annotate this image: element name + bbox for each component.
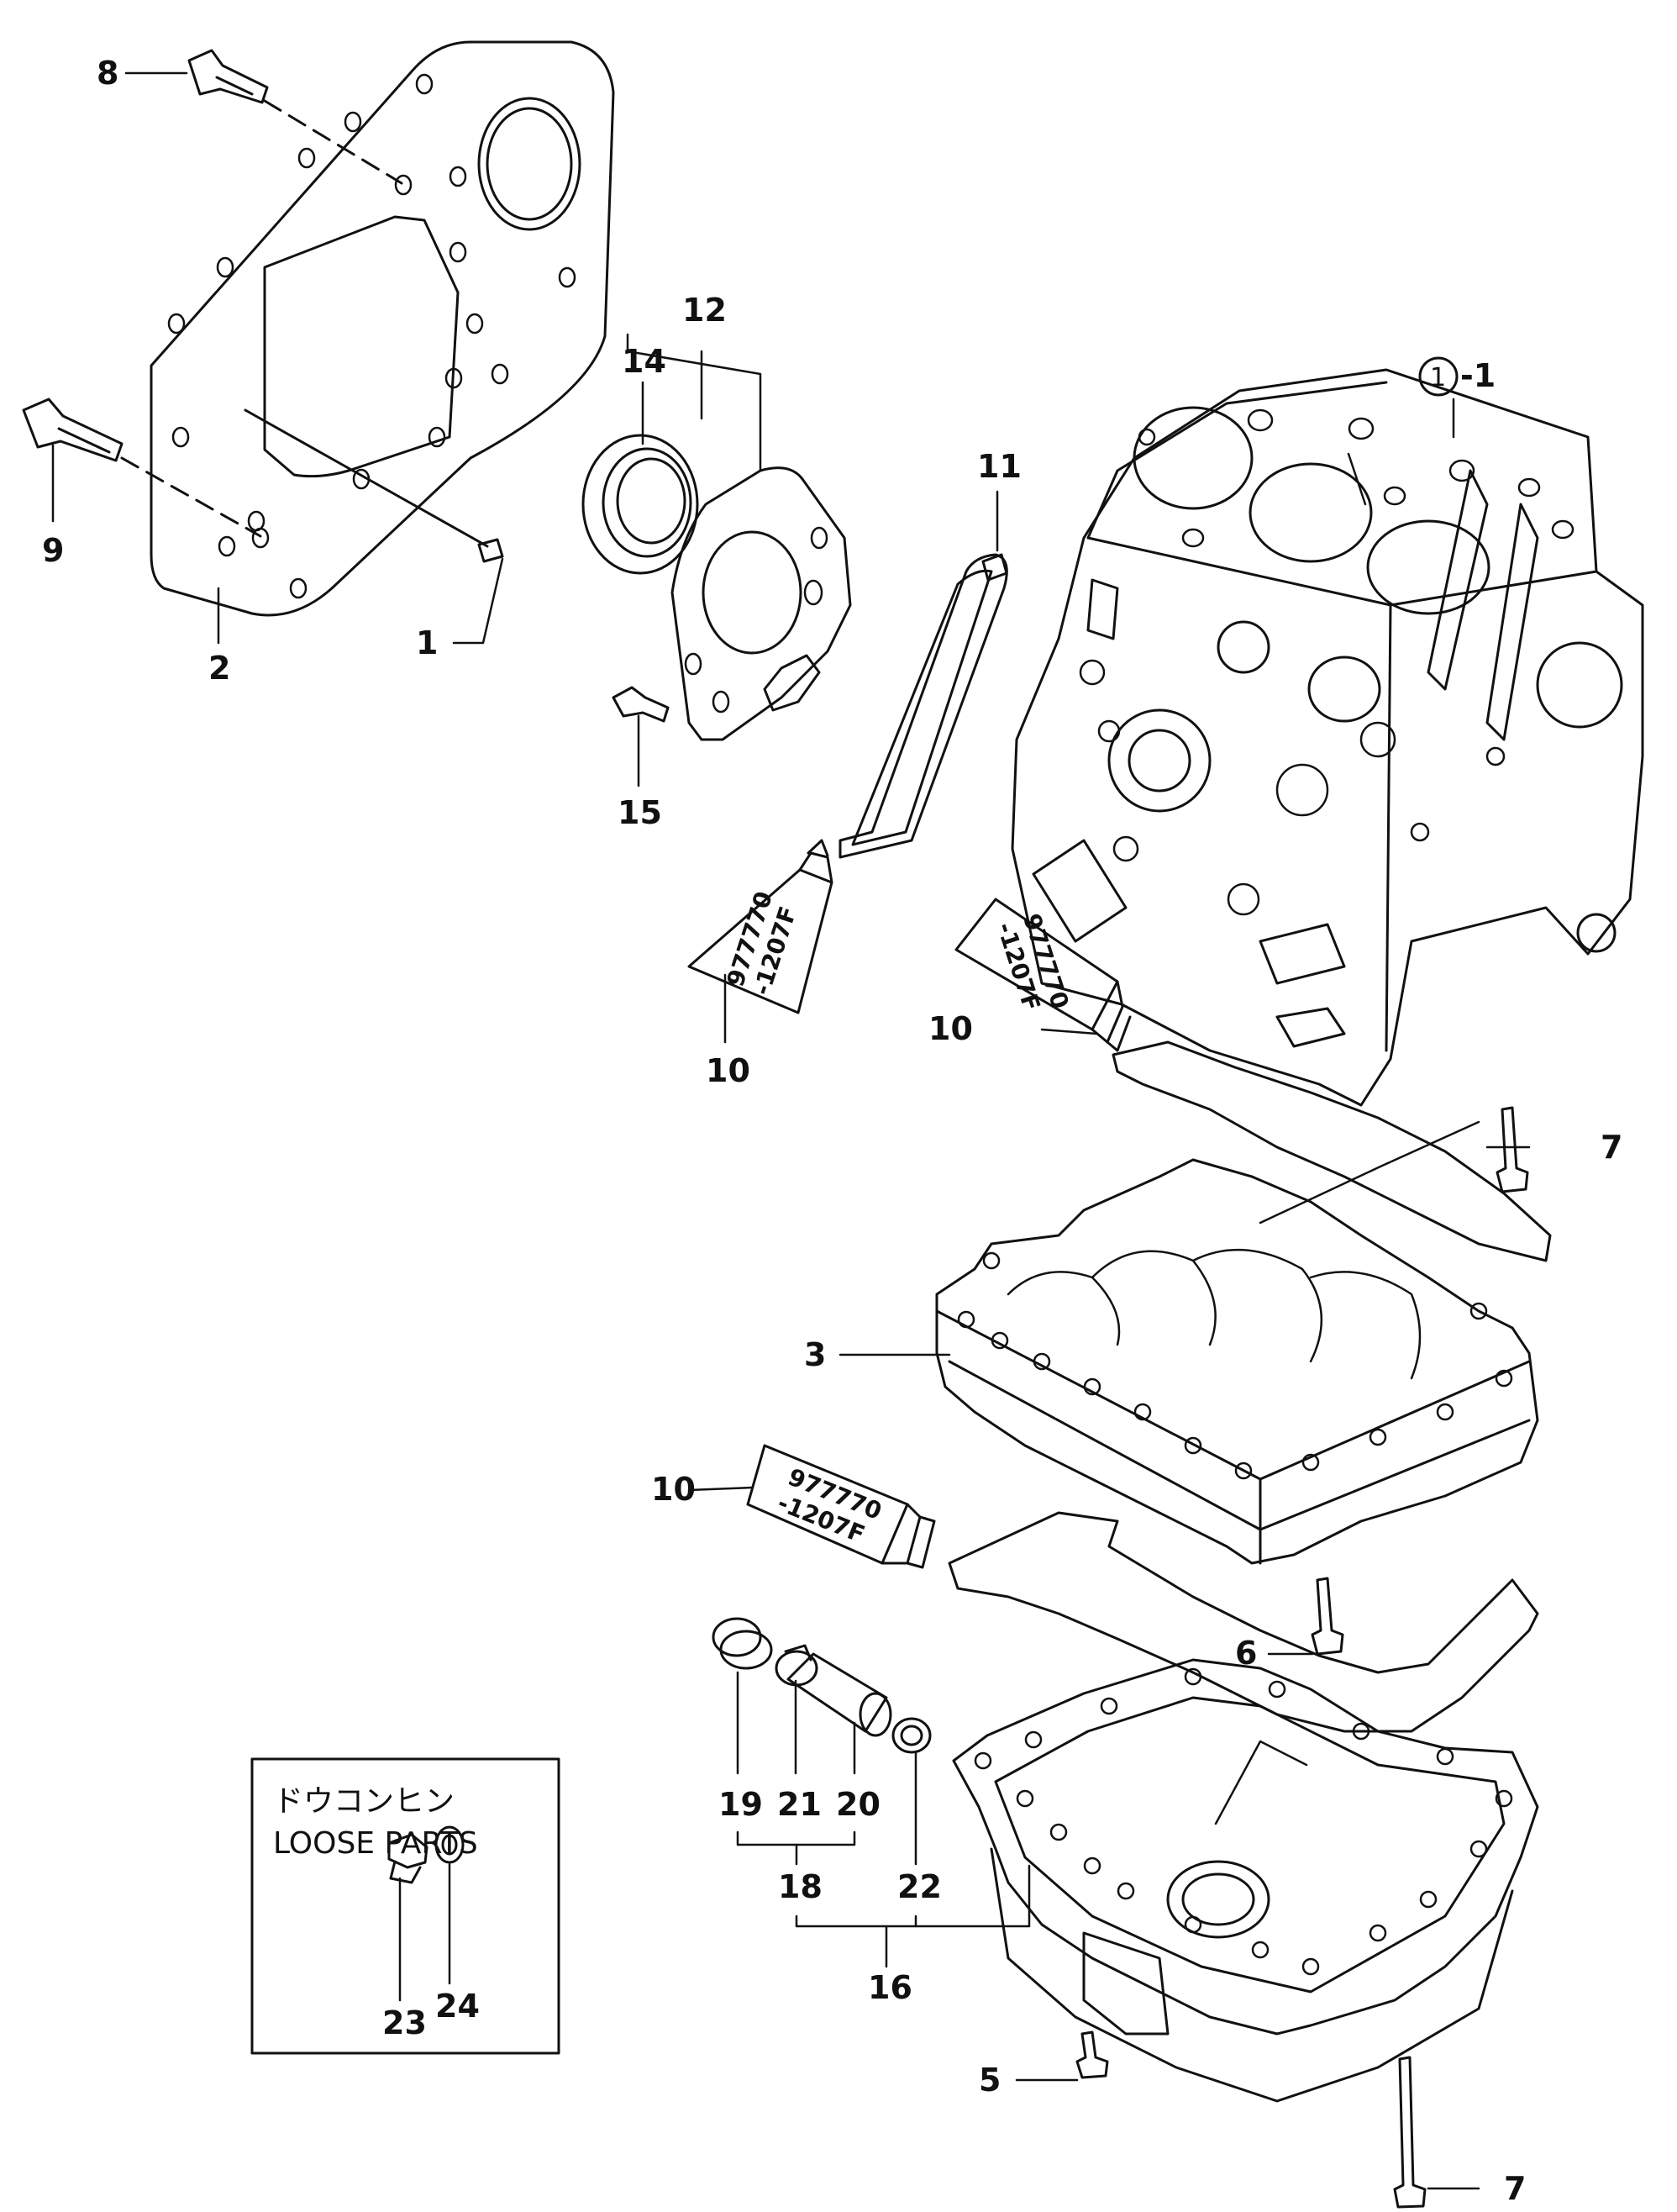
callout-21: 21 — [777, 1786, 822, 1823]
bolt-8 — [187, 49, 269, 104]
callout-23: 23 — [382, 2004, 427, 2041]
sealant-tube-1 — [687, 839, 833, 1014]
callout-labels: 8 9 2 1 12 14 11 15 10 10 7 3 10 6 19 21… — [42, 55, 1622, 2207]
sealant-tube-3 — [746, 1444, 936, 1569]
callout-8: 8 — [97, 55, 118, 92]
callout-11: 11 — [977, 448, 1022, 485]
callout-10-lower: 10 — [651, 1471, 696, 1508]
bolt-7-lower — [1393, 2056, 1427, 2209]
callout-10-upper-right: 10 — [928, 1010, 973, 1047]
callout-7-lower: 7 — [1504, 2170, 1526, 2207]
callout-1: 1 — [416, 624, 438, 661]
cylinder-block — [1011, 368, 1644, 1107]
bolt-8-guide-line — [263, 99, 403, 185]
oil-pan-gasket — [948, 1511, 1539, 1733]
dowel-pin-guide-line — [244, 408, 489, 548]
callout-7-upper: 7 — [1601, 1129, 1622, 1166]
callout-5: 5 — [979, 2062, 1001, 2099]
bolt-6 — [1311, 1577, 1344, 1656]
callout-22: 22 — [897, 1868, 942, 1905]
washer-24 — [434, 1825, 465, 1864]
dowel-pin-1 — [477, 538, 504, 563]
hose-clamp-21 — [775, 1644, 818, 1687]
plug-19 — [712, 1617, 773, 1670]
callout-14: 14 — [622, 343, 666, 380]
bolt-7-upper — [1496, 1106, 1529, 1193]
bolt-15 — [612, 686, 670, 723]
callout-15: 15 — [618, 794, 662, 831]
loose-parts-box — [250, 1757, 560, 2055]
bolt-9-guide-line — [120, 456, 262, 538]
leader-lines — [51, 71, 1531, 2190]
callout-6: 6 — [1235, 1635, 1257, 1672]
front-gasket — [838, 553, 1008, 859]
callout-19: 19 — [718, 1786, 763, 1823]
callout-2: 2 — [208, 650, 230, 687]
callout-18: 18 — [778, 1868, 823, 1905]
callout-10-upper-left: 10 — [706, 1052, 750, 1089]
oil-pan-16 — [952, 1658, 1539, 2103]
block-gasket — [1112, 1040, 1552, 1262]
sealant-tube-2 — [954, 898, 1132, 1052]
hose-clip-22 — [891, 1717, 932, 1754]
bolt-5 — [1075, 2030, 1109, 2079]
hose-20 — [786, 1652, 892, 1737]
callout-16: 16 — [868, 1969, 912, 2006]
assembly-ref-circle — [1418, 356, 1459, 397]
assembly-ref-suffix: -1 — [1460, 357, 1496, 394]
seal-housing-12 — [670, 466, 852, 741]
bearing-frame-3 — [935, 1158, 1539, 1565]
bolt-9 — [22, 398, 124, 462]
callout-3: 3 — [804, 1336, 826, 1373]
callout-9: 9 — [42, 532, 64, 569]
flywheel-housing-plate — [150, 40, 615, 617]
callout-24: 24 — [435, 1988, 480, 2025]
loose-parts-title-en: LOOSE PARTS — [273, 1826, 478, 1861]
callout-12: 12 — [682, 292, 727, 329]
plug-23 — [387, 1833, 428, 1884]
callout-20: 20 — [836, 1786, 881, 1823]
oil-seal-14 — [581, 434, 699, 575]
assembly-ref-number: 1 — [1430, 363, 1446, 392]
loose-parts-title-jp: ドウコンヒン — [273, 1784, 455, 1819]
